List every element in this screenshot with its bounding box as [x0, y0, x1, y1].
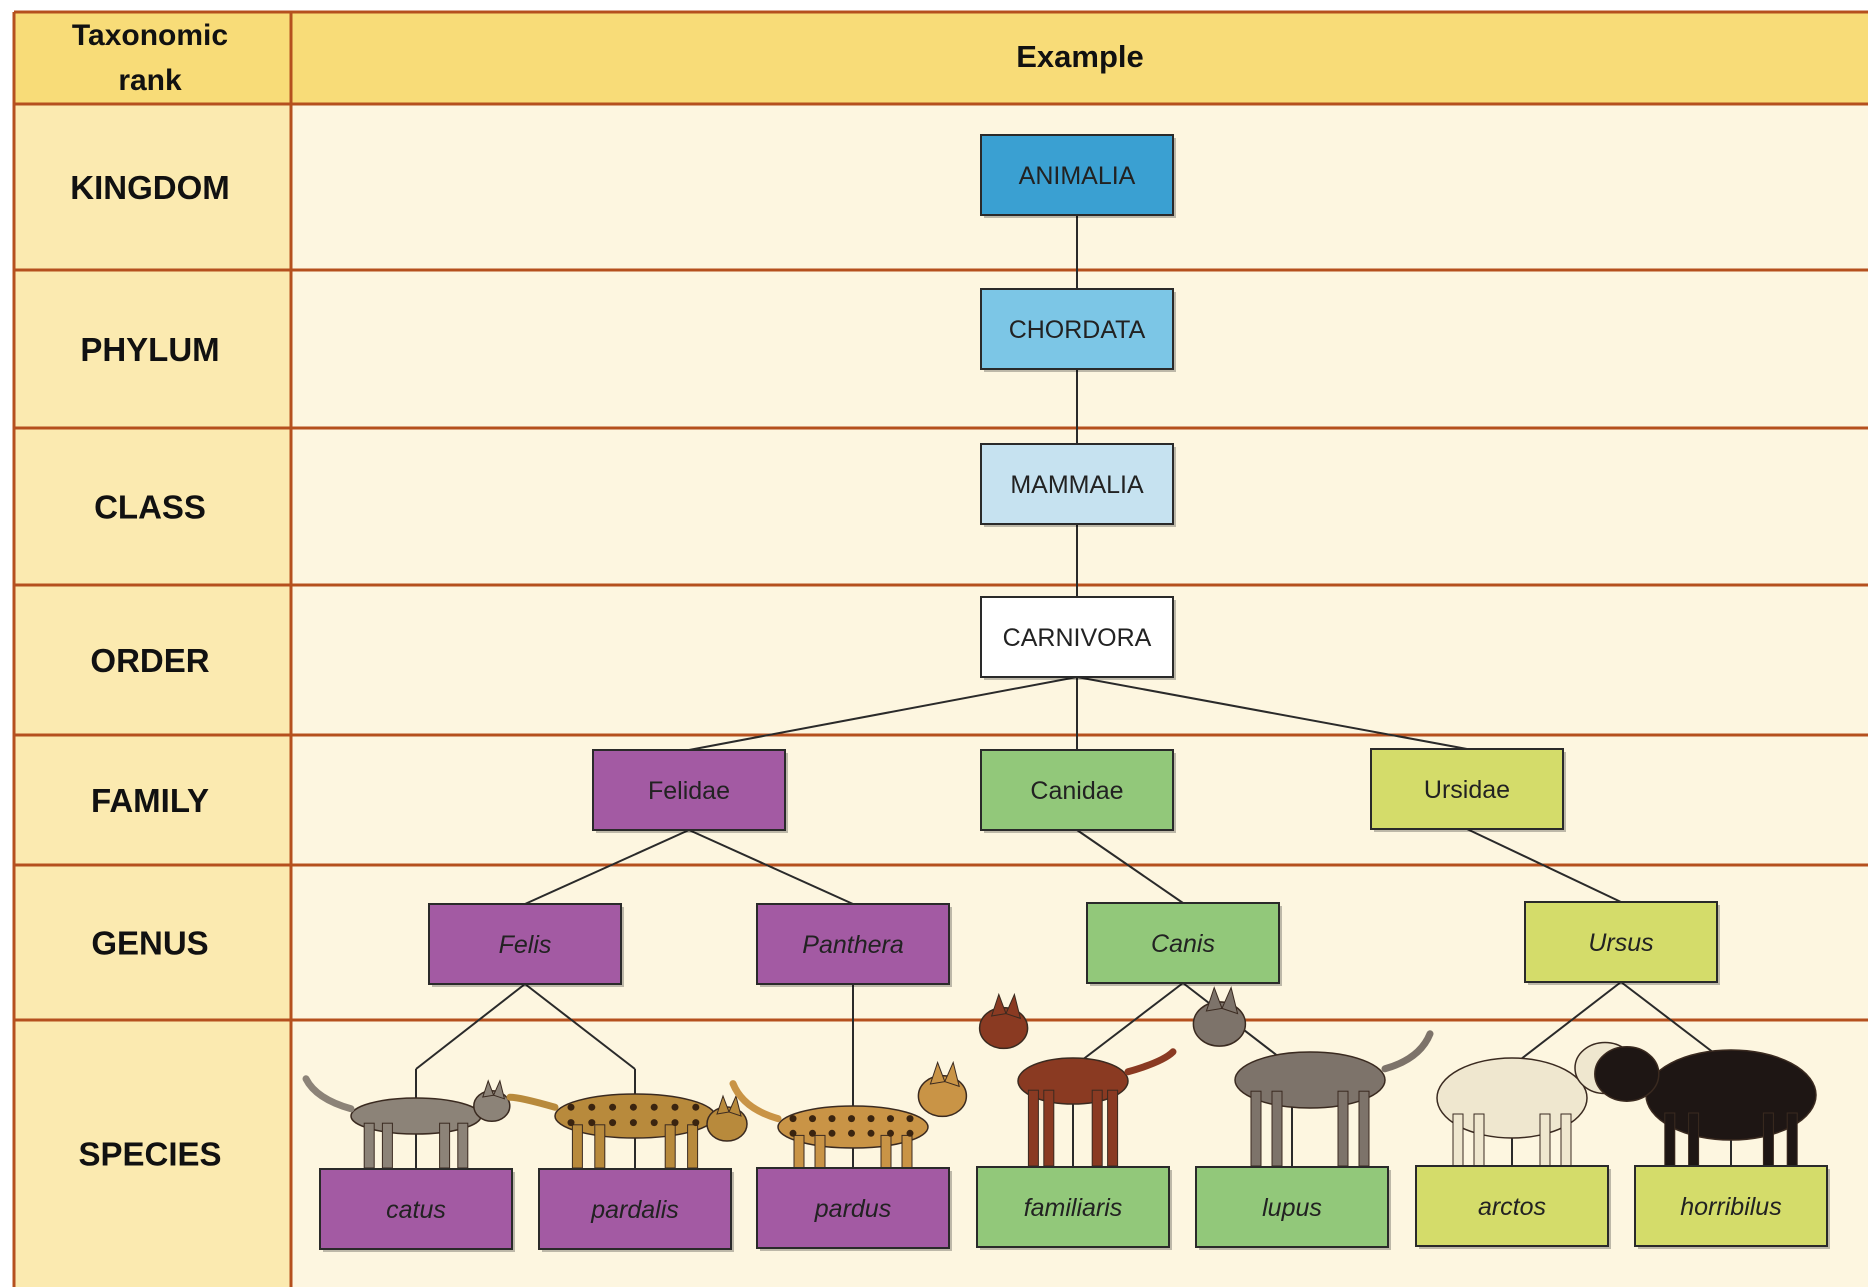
- node-label-chordata: CHORDATA: [1009, 316, 1146, 344]
- example-header: Example: [1016, 39, 1144, 74]
- rank-label-species: SPECIES: [78, 1136, 221, 1173]
- rank-label-kingdom: KINGDOM: [70, 169, 230, 206]
- rank-label-order: ORDER: [90, 642, 209, 679]
- node-box-panthera: [756, 903, 950, 985]
- node-box-ursidae: [1370, 748, 1564, 830]
- node-box-ursus: [1524, 901, 1718, 983]
- node-label-canidae: Canidae: [1030, 777, 1123, 805]
- node-box-carnivora: [980, 596, 1174, 678]
- node-catus: catus: [319, 1168, 515, 1252]
- node-box-mammalia: [980, 443, 1174, 525]
- node-pardalis: pardalis: [538, 1168, 734, 1252]
- edge-canidae-canis: [1076, 829, 1184, 904]
- node-label-familiaris: familiaris: [1024, 1194, 1123, 1222]
- node-animalia: ANIMALIA: [980, 134, 1176, 218]
- node-canidae: Canidae: [980, 749, 1176, 833]
- node-mammalia: MAMMALIA: [980, 443, 1176, 527]
- edge-canis-familiaris: [1072, 982, 1184, 1068]
- node-felis: Felis: [428, 903, 624, 987]
- rank-label-genus: GENUS: [91, 925, 208, 962]
- node-pardus: pardus: [756, 1167, 952, 1251]
- edge-carnivora-ursidae: [1076, 676, 1468, 750]
- rank-header-line1: Taxonomic: [72, 19, 228, 52]
- node-label-felidae: Felidae: [648, 777, 730, 805]
- header-row-bg: [14, 12, 1868, 104]
- wolf-illustration: [1192, 986, 1434, 1167]
- node-box-pardalis: [538, 1168, 732, 1250]
- node-label-arctos: arctos: [1478, 1193, 1546, 1221]
- node-felidae: Felidae: [592, 749, 788, 833]
- node-label-panthera: Panthera: [802, 931, 904, 959]
- node-lupus: lupus: [1195, 1166, 1391, 1250]
- edge-felidae-panthera: [688, 829, 854, 905]
- node-carnivora: CARNIVORA: [980, 596, 1176, 680]
- edge-ursus-arctos: [1511, 981, 1622, 1067]
- node-label-felis: Felis: [499, 931, 552, 959]
- node-box-chordata: [980, 288, 1174, 370]
- node-panthera: Panthera: [756, 903, 952, 987]
- rank-header-line2: rank: [118, 64, 182, 97]
- node-box-catus: [319, 1168, 513, 1250]
- node-label-ursus: Ursus: [1588, 929, 1653, 957]
- node-box-canis: [1086, 902, 1280, 984]
- node-box-arctos: [1415, 1165, 1609, 1247]
- edge-felis-pardalis: [524, 983, 636, 1070]
- node-label-pardus: pardus: [814, 1195, 891, 1223]
- node-box-felidae: [592, 749, 786, 831]
- dog-illustration: [978, 992, 1177, 1167]
- node-box-canidae: [980, 749, 1174, 831]
- node-ursus: Ursus: [1524, 901, 1720, 985]
- edge-carnivora-felidae: [688, 676, 1078, 751]
- rank-label-family: FAMILY: [91, 782, 209, 819]
- rank-label-class: CLASS: [94, 489, 206, 526]
- edge-felis-catus: [415, 983, 526, 1070]
- node-box-felis: [428, 903, 622, 985]
- cat-illustration: [302, 1075, 511, 1169]
- node-box-pardus: [756, 1167, 950, 1249]
- node-box-familiaris: [976, 1166, 1170, 1248]
- edge-ursidae-ursus: [1466, 828, 1622, 903]
- node-label-pardalis: pardalis: [590, 1196, 679, 1224]
- node-familiaris: familiaris: [976, 1166, 1172, 1250]
- rank-label-phylum: PHYLUM: [80, 331, 219, 368]
- node-box-animalia: [980, 134, 1174, 216]
- node-ursidae: Ursidae: [1370, 748, 1566, 832]
- node-label-horribilus: horribilus: [1680, 1193, 1781, 1221]
- node-label-canis: Canis: [1151, 930, 1215, 958]
- node-label-animalia: ANIMALIA: [1019, 162, 1136, 190]
- node-label-mammalia: MAMMALIA: [1010, 471, 1144, 499]
- node-label-ursidae: Ursidae: [1424, 776, 1510, 804]
- node-box-lupus: [1195, 1166, 1389, 1248]
- node-chordata: CHORDATA: [980, 288, 1176, 372]
- node-arctos: arctos: [1415, 1165, 1611, 1249]
- node-label-lupus: lupus: [1262, 1194, 1322, 1222]
- node-horribilus: horribilus: [1634, 1165, 1830, 1249]
- edge-felidae-felis: [524, 829, 690, 905]
- node-box-horribilus: [1634, 1165, 1828, 1247]
- node-canis: Canis: [1086, 902, 1282, 986]
- leopard-illustration: [729, 1060, 968, 1171]
- node-label-carnivora: CARNIVORA: [1003, 624, 1152, 652]
- node-label-catus: catus: [386, 1196, 446, 1224]
- ocelot-illustration: [506, 1093, 748, 1169]
- black-bear-illustration: [1594, 1046, 1817, 1167]
- rank-column-bg: [14, 104, 291, 1287]
